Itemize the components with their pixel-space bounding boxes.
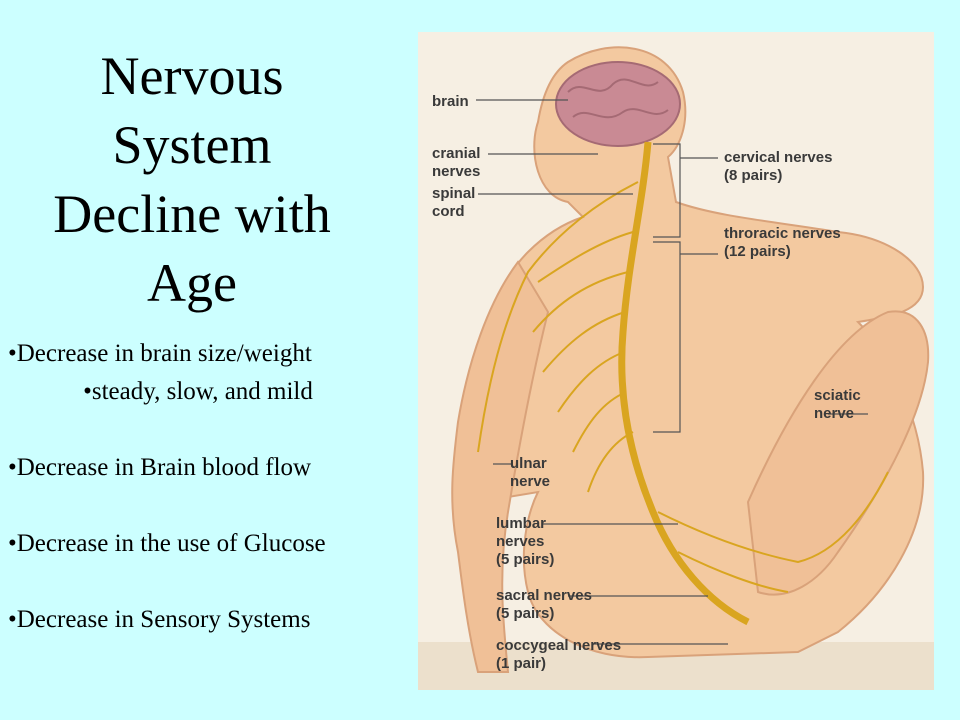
label-sacral-nerves: sacral nerves <box>496 587 592 604</box>
nervous-system-diagram: brain cranial nerves spinal cord cervica… <box>418 46 934 690</box>
anatomy-illustration: brain cranial nerves spinal cord cervica… <box>418 32 934 690</box>
label-ulnar-nerve: nerve <box>510 473 550 490</box>
label-spinal-cord: spinal <box>432 185 475 202</box>
spinal-cord <box>618 141 750 626</box>
label-lumbar-nerves: (5 pairs) <box>496 551 554 568</box>
label-sacral-nerves: (5 pairs) <box>496 605 554 622</box>
brain-shape <box>555 61 681 147</box>
title-line: System <box>112 115 272 175</box>
label-thoracic-nerves: (12 pairs) <box>724 243 791 260</box>
bullet-item: •Decrease in brain size/weight <box>8 340 312 367</box>
bullet-item: •Decrease in Brain blood flow <box>8 454 312 481</box>
leg <box>746 310 930 596</box>
nerve-branches <box>477 181 889 593</box>
label-cervical-nerves: (8 pairs) <box>724 167 782 184</box>
label-coccygeal-nerves: coccygeal nerves <box>496 637 621 654</box>
label-cervical-nerves: cervical nerves <box>724 149 832 166</box>
label-coccygeal-nerves: (1 pair) <box>496 655 546 672</box>
bullet-subitem: •steady, slow, and mild <box>83 378 313 405</box>
label-sciatic-nerve: nerve <box>814 405 854 422</box>
label-spinal-cord: cord <box>432 203 465 220</box>
arm <box>451 260 550 673</box>
label-sciatic-nerve: sciatic <box>814 387 861 404</box>
label-lumbar-nerves: nerves <box>496 533 544 550</box>
label-brain: brain <box>432 93 469 110</box>
bullet-item: •Decrease in the use of Glucose <box>8 530 326 557</box>
leader-lines <box>476 99 868 645</box>
label-thoracic-nerves: throracic nerves <box>724 225 841 242</box>
brain-folds <box>567 78 669 119</box>
bullet-item: •Decrease in Sensory Systems <box>8 606 311 633</box>
label-ulnar-nerve: ulnar <box>510 455 547 472</box>
slide-title: Nervous System Decline with Age <box>10 42 374 318</box>
title-line: Decline with <box>53 184 331 244</box>
label-lumbar-nerves: lumbar <box>496 515 546 532</box>
label-cranial-nerves: cranial <box>432 145 480 162</box>
title-line: Age <box>147 253 237 313</box>
bullet-list: •Decrease in brain size/weight •steady, … <box>8 335 428 639</box>
title-line: Nervous <box>100 46 284 106</box>
label-cranial-nerves: nerves <box>432 163 480 180</box>
